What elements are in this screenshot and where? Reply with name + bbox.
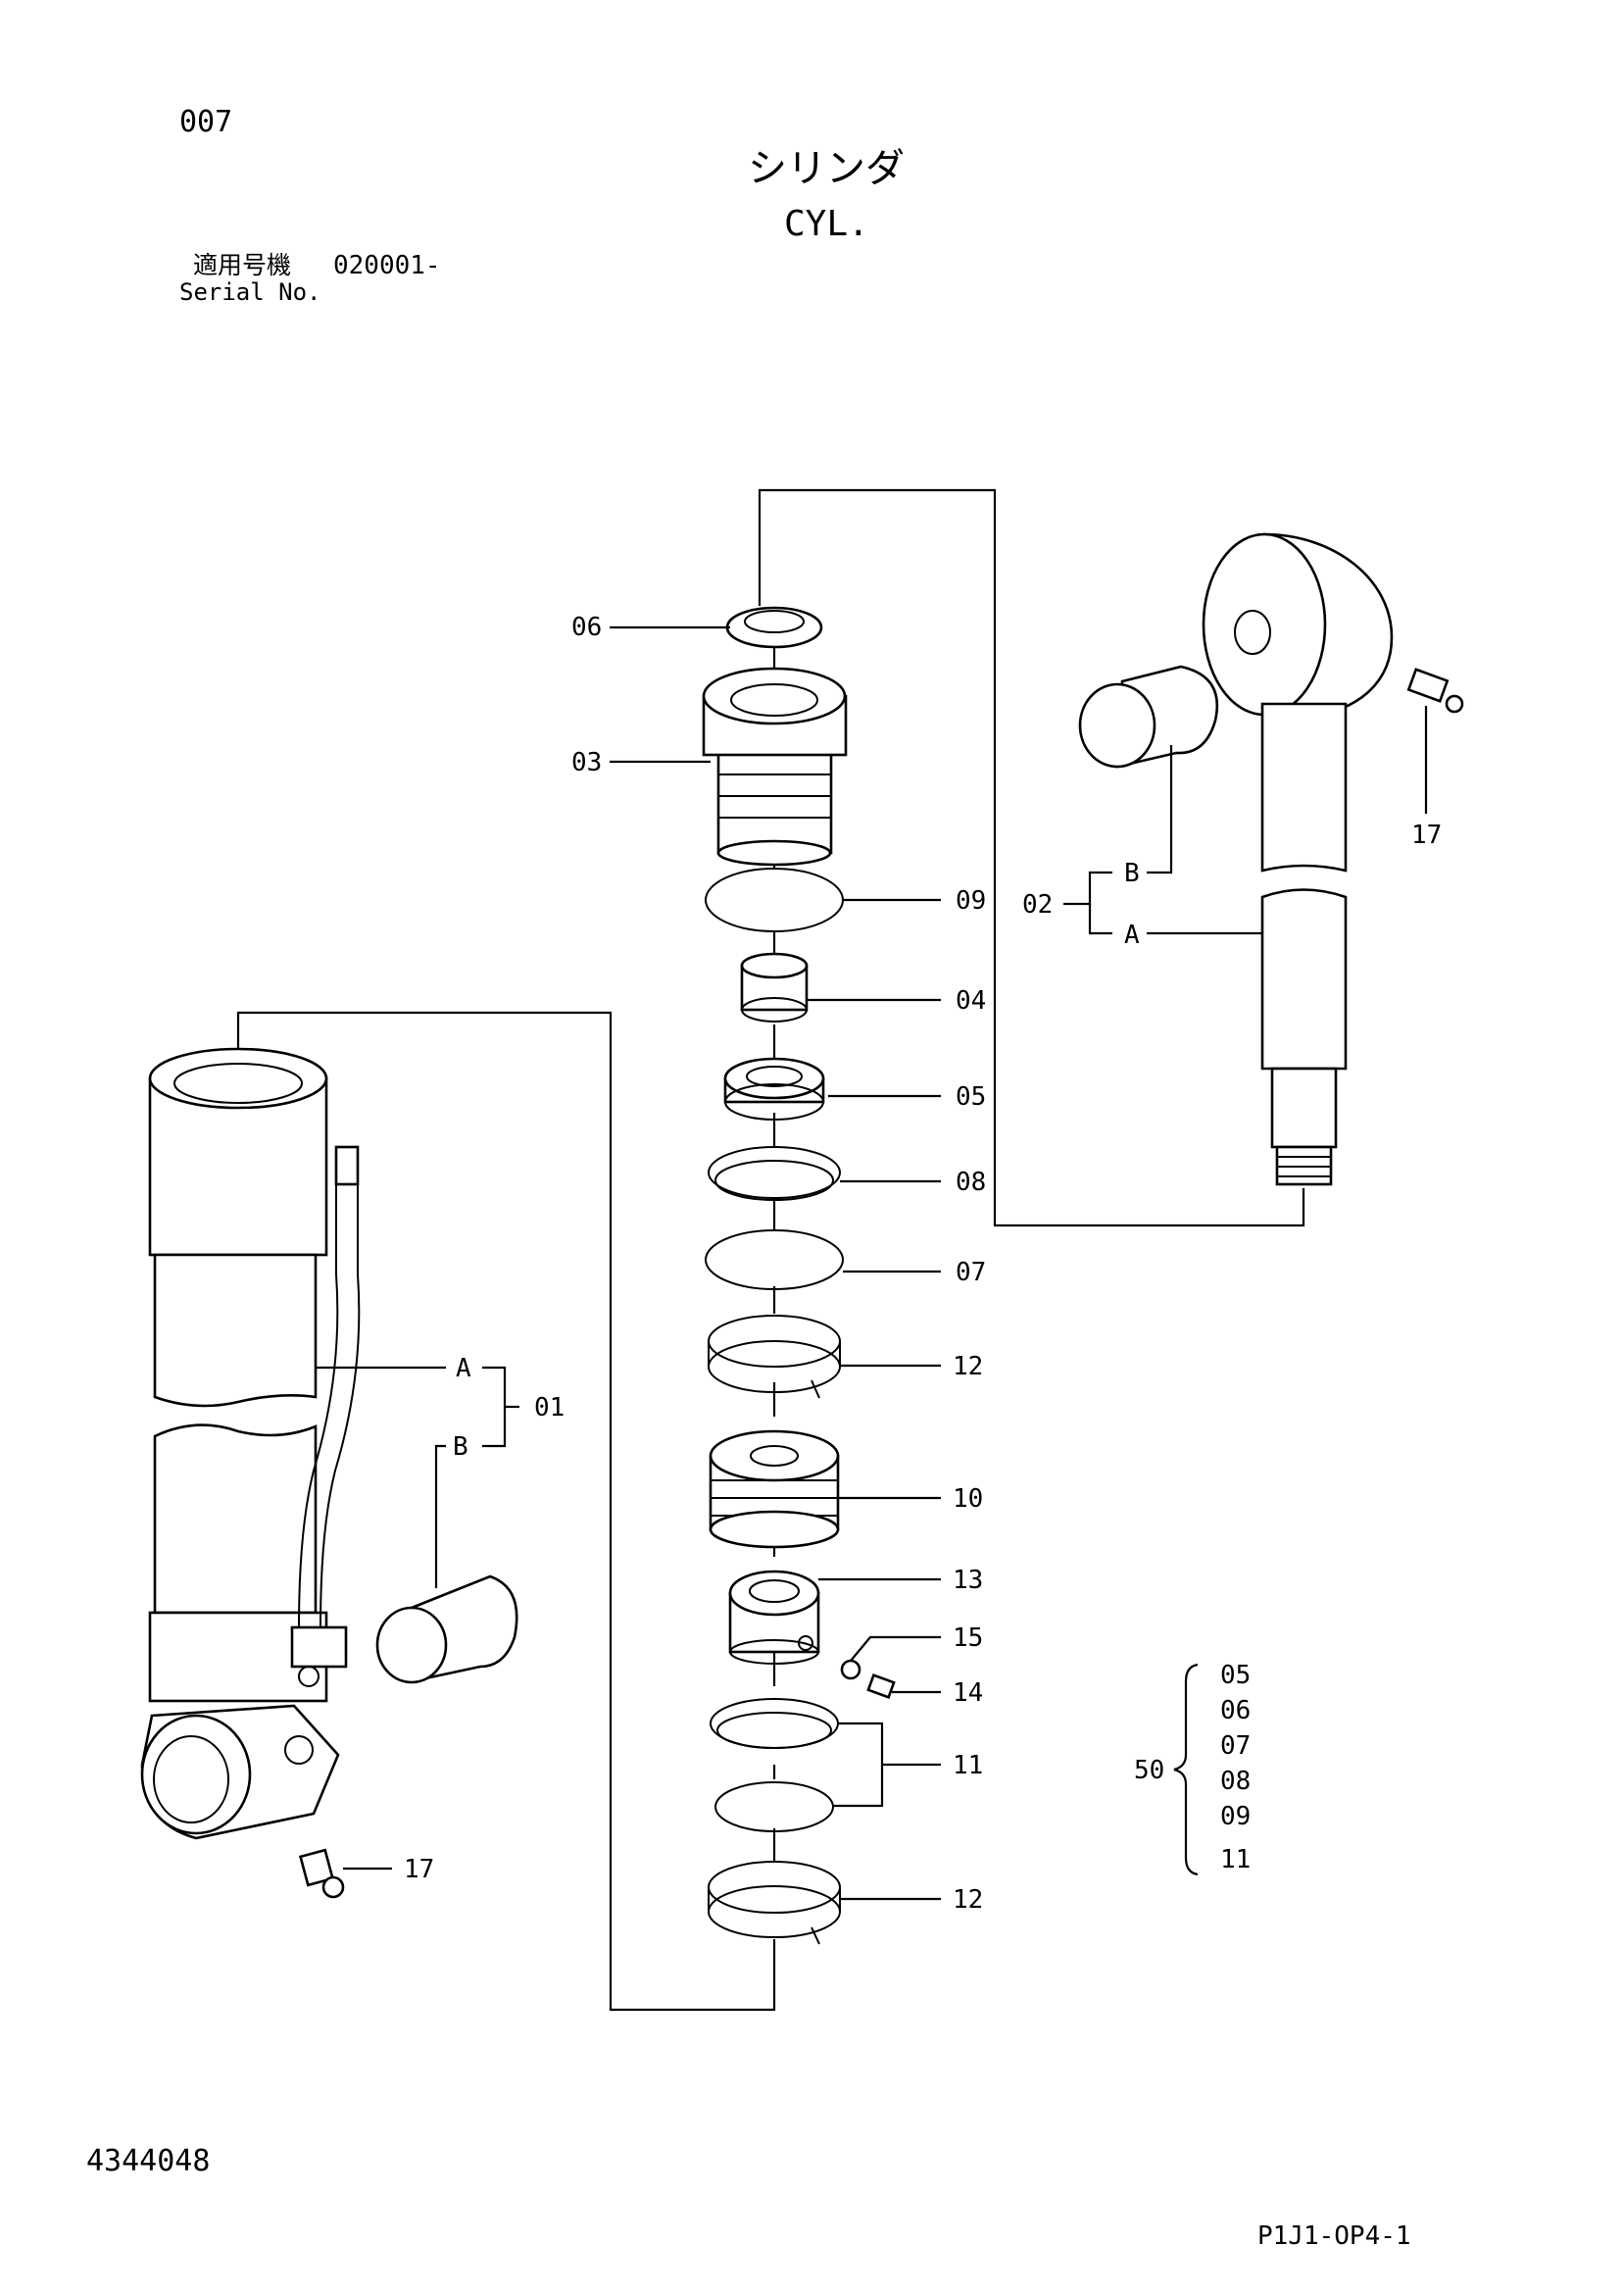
title-jp: シリンダ — [748, 146, 905, 191]
callout-03: 03 — [571, 748, 602, 777]
callout-13: 13 — [953, 1566, 983, 1595]
callout-09: 09 — [956, 886, 986, 916]
callout-01-a: A — [456, 1354, 471, 1383]
callout-14: 14 — [953, 1678, 983, 1708]
page-reference: P1J1-OP4-1 — [1257, 2221, 1411, 2251]
callout-02-b: B — [1124, 859, 1140, 888]
kit-item-09: 09 — [1220, 1802, 1251, 1831]
document-number: 4344048 — [86, 2144, 210, 2178]
part-14-set-screw — [866, 1673, 896, 1699]
part-07-o-ring — [705, 1229, 844, 1290]
part-06-seal — [725, 606, 823, 649]
callout-12-lower: 12 — [953, 1885, 983, 1915]
kit-number: 50 — [1134, 1756, 1164, 1785]
kit-item-05: 05 — [1220, 1661, 1251, 1690]
callout-05: 05 — [956, 1082, 986, 1112]
callout-labels: 06 03 09 04 05 08 07 12 10 13 15 14 11 1… — [404, 613, 1442, 1915]
callout-17-left: 17 — [404, 1855, 434, 1884]
part-02-piston-rod — [1202, 532, 1394, 1186]
part-03-cylinder-head — [702, 667, 848, 867]
serial-label-en: Serial No. — [179, 278, 321, 306]
part-13-nut — [728, 1570, 820, 1665]
part-17-grease-fitting-left — [298, 1848, 345, 1899]
callout-10: 10 — [953, 1484, 983, 1514]
callout-07: 07 — [956, 1258, 986, 1287]
page-number: 007 — [179, 105, 232, 139]
callout-01: 01 — [534, 1393, 565, 1423]
part-02B-bushing — [1078, 665, 1219, 769]
callout-04: 04 — [956, 986, 986, 1016]
title-en: CYL. — [784, 204, 869, 244]
part-08-backup-ring — [708, 1146, 841, 1201]
callout-17-right: 17 — [1411, 821, 1442, 850]
callout-02-a: A — [1124, 921, 1140, 950]
callout-08: 08 — [956, 1168, 986, 1197]
kit-item-06: 06 — [1220, 1696, 1251, 1725]
serial-value: 020001- — [333, 251, 441, 280]
kit-50-group: 50 05 06 07 08 09 11 — [1134, 1661, 1251, 1876]
assembly-connection-lines — [236, 488, 1305, 2012]
kit-item-08: 08 — [1220, 1767, 1251, 1796]
part-04-bushing — [740, 952, 809, 1023]
part-01B-bushing — [375, 1574, 518, 1684]
callout-06: 06 — [571, 613, 602, 642]
serial-label-jp: 適用号機 — [193, 251, 291, 279]
callout-12-upper: 12 — [953, 1352, 983, 1381]
part-09-o-ring — [705, 868, 844, 932]
part-10-piston — [709, 1429, 840, 1549]
part-05-seal — [723, 1057, 825, 1121]
kit-item-11: 11 — [1220, 1845, 1251, 1874]
callout-15: 15 — [953, 1623, 983, 1653]
callout-11: 11 — [953, 1751, 983, 1780]
part-12-wear-ring-lower — [708, 1861, 841, 1945]
leader-lines — [316, 625, 1428, 1901]
callout-02: 02 — [1022, 890, 1053, 920]
part-01-cylinder-tube — [140, 1047, 361, 1840]
callout-01-b: B — [453, 1432, 468, 1462]
part-17-grease-fitting-right — [1406, 668, 1464, 714]
kit-item-07: 07 — [1220, 1731, 1251, 1761]
part-15-ball — [840, 1659, 861, 1680]
